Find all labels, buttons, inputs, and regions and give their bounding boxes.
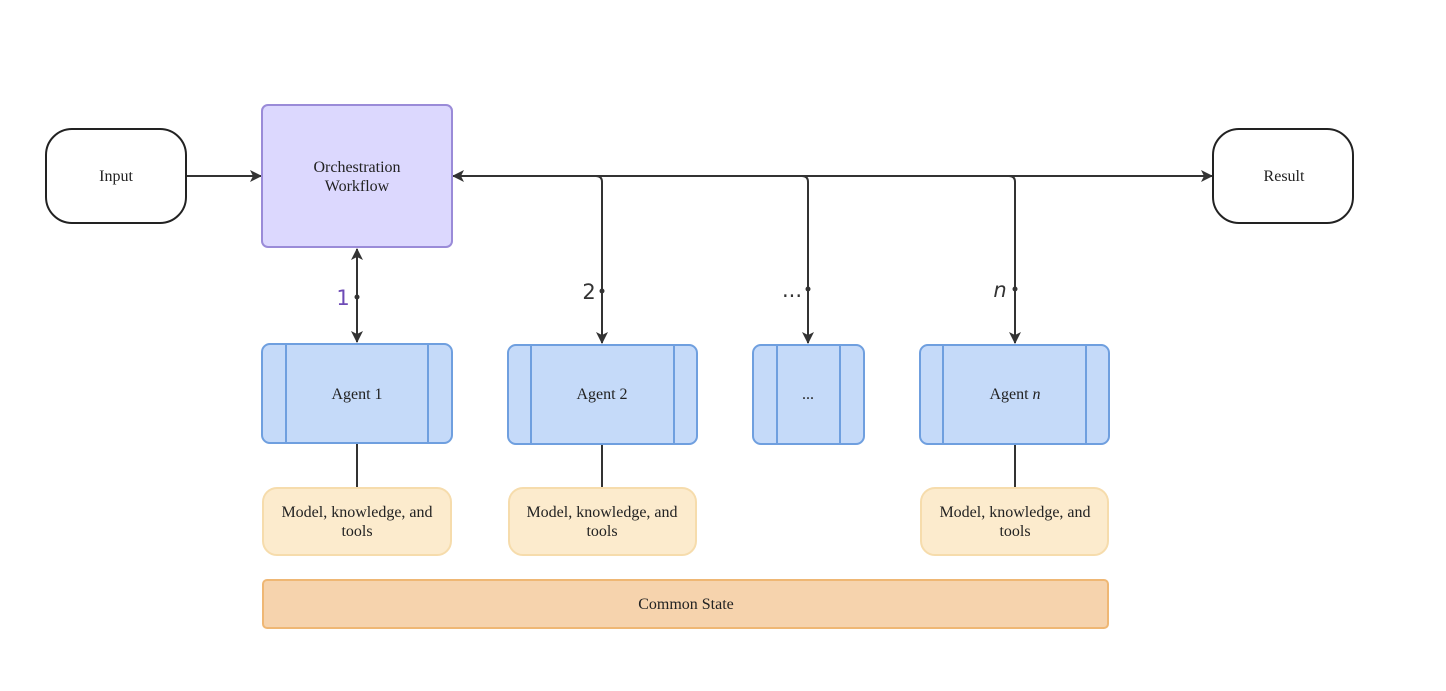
agent-n-label: Agent n <box>989 386 1040 403</box>
agent-1-label: Agent 1 <box>331 386 382 403</box>
common-state-label: Common State <box>638 596 734 613</box>
edge-to-agent-ellipsis <box>801 175 814 344</box>
agent-1-node: Agent 1 <box>261 343 453 444</box>
edge-label-2: 2 <box>582 280 595 304</box>
input-node: Input <box>45 128 187 224</box>
edge-to-agent-2 <box>595 175 608 344</box>
edge-label-dot-1 <box>354 294 360 300</box>
agent-n-node: Agent n <box>919 344 1110 445</box>
edge-label-dots <box>354 286 1018 300</box>
agent-1-resources-line1: Model, knowledge, and <box>281 504 432 521</box>
agent-1-resources-node: Model, knowledge, and tools <box>262 487 452 556</box>
edge-label-ellipsis: ... <box>782 278 802 302</box>
agent-2-resources-line2: tools <box>586 523 617 540</box>
edge-label-dot-n <box>1012 286 1018 292</box>
orchestration-label-line1: Orchestration <box>313 159 400 176</box>
input-label: Input <box>99 168 133 185</box>
orchestration-workflow-node: Orchestration Workflow <box>261 104 453 248</box>
common-state-node: Common State <box>262 579 1109 629</box>
agent-n-variable: n <box>1033 386 1041 403</box>
edge-label-n: n <box>993 278 1006 302</box>
edge-label-dot-2 <box>599 288 605 294</box>
agent-1-resources-line2: tools <box>341 523 372 540</box>
agent-n-prefix: Agent <box>989 386 1032 403</box>
agent-2-node: Agent 2 <box>507 344 698 445</box>
agent-2-label: Agent 2 <box>576 386 627 403</box>
agent-2-resources-line1: Model, knowledge, and <box>526 504 677 521</box>
agent-n-resources-line1: Model, knowledge, and <box>939 504 1090 521</box>
agent-2-resources-node: Model, knowledge, and tools <box>508 487 697 556</box>
result-node: Result <box>1212 128 1354 224</box>
orchestration-label-line2: Workflow <box>325 178 390 195</box>
edge-label-dot-ellipsis <box>805 286 811 292</box>
edge-to-agent-n <box>1008 175 1021 344</box>
result-label: Result <box>1264 168 1305 185</box>
agent-ellipsis-node: ... <box>752 344 865 445</box>
edges <box>187 170 1213 488</box>
agent-n-resources-node: Model, knowledge, and tools <box>920 487 1109 556</box>
agent-ellipsis-label: ... <box>802 386 814 403</box>
agent-n-resources-line2: tools <box>999 523 1030 540</box>
edge-label-1: 1 <box>336 286 349 310</box>
